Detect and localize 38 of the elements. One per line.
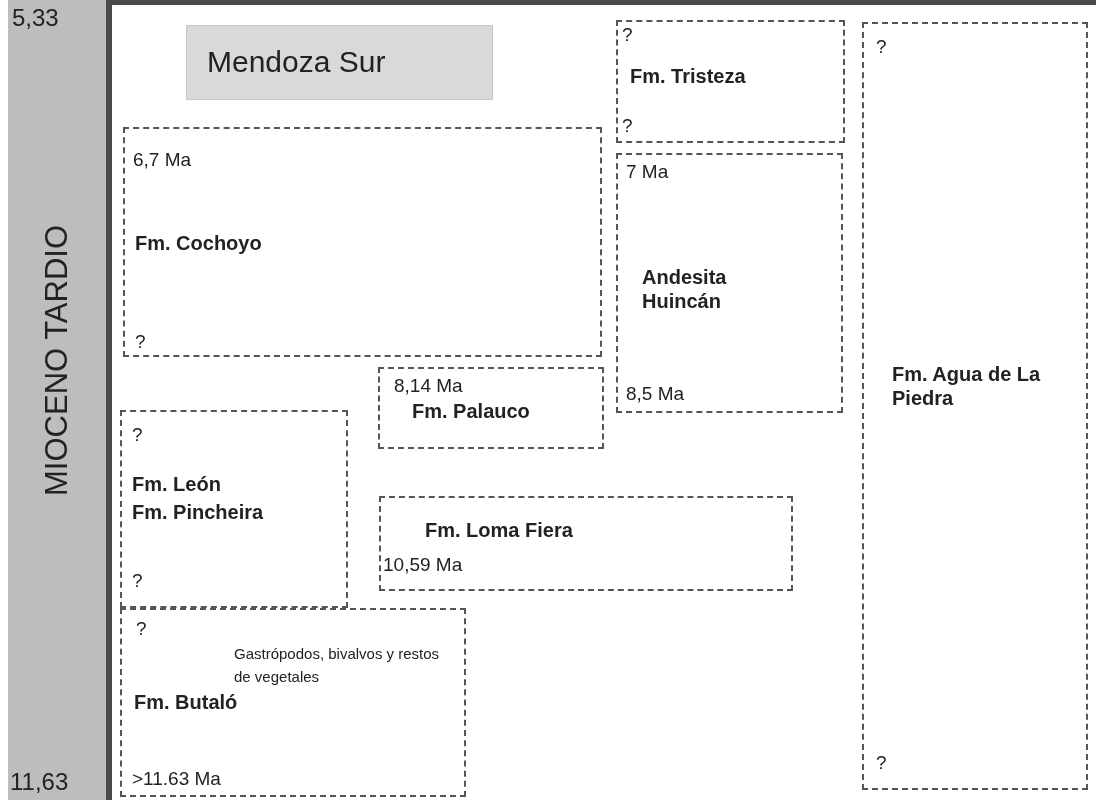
question-mark: ? <box>135 331 146 354</box>
question-mark: ? <box>622 115 633 138</box>
age-label: 8,5 Ma <box>626 383 685 406</box>
question-mark: ? <box>132 424 143 447</box>
question-mark: ? <box>132 570 143 593</box>
formation-name: Fm. Loma Fiera <box>425 518 573 542</box>
question-mark: ? <box>876 752 887 775</box>
time-boundary-label: 5,33 <box>12 4 59 33</box>
formation-box <box>379 496 793 591</box>
epoch-band <box>8 0 106 800</box>
region-title: Mendoza Sur <box>207 44 386 80</box>
formation-name: Fm. Tristeza <box>630 64 746 88</box>
formation-name: Fm. León <box>132 472 221 496</box>
formation-box <box>120 410 348 608</box>
formation-box <box>378 367 604 449</box>
question-mark: ? <box>876 36 887 59</box>
time-boundary-label: 11,63 <box>10 768 69 797</box>
formation-box <box>862 22 1088 790</box>
age-label: 8,14 Ma <box>394 375 463 398</box>
formation-name: Fm. Palauco <box>412 399 530 423</box>
epoch-label: MIOCENO TARDIO <box>38 225 75 496</box>
age-label: >11.63 Ma <box>132 768 221 791</box>
question-mark: ? <box>136 618 147 641</box>
formation-name: Fm. Agua de La Piedra <box>892 362 1042 410</box>
formation-box <box>123 127 602 357</box>
age-label: 10,59 Ma <box>383 554 463 577</box>
formation-box <box>120 608 466 797</box>
formation-name: Fm. Cochoyo <box>135 231 262 255</box>
age-label: 7 Ma <box>626 161 669 184</box>
question-mark: ? <box>622 24 633 47</box>
fossil-note: Gastrópodos, bivalvos y restos de vegetales <box>234 644 441 688</box>
formation-name: Andesita Huincán <box>642 265 728 313</box>
title-panel <box>186 25 493 100</box>
formation-box <box>616 20 845 143</box>
age-label: 6,7 Ma <box>133 149 192 172</box>
formation-name: Fm. Pincheira <box>132 500 264 524</box>
formation-box <box>616 153 843 413</box>
formation-name: Fm. Butaló <box>134 690 238 714</box>
